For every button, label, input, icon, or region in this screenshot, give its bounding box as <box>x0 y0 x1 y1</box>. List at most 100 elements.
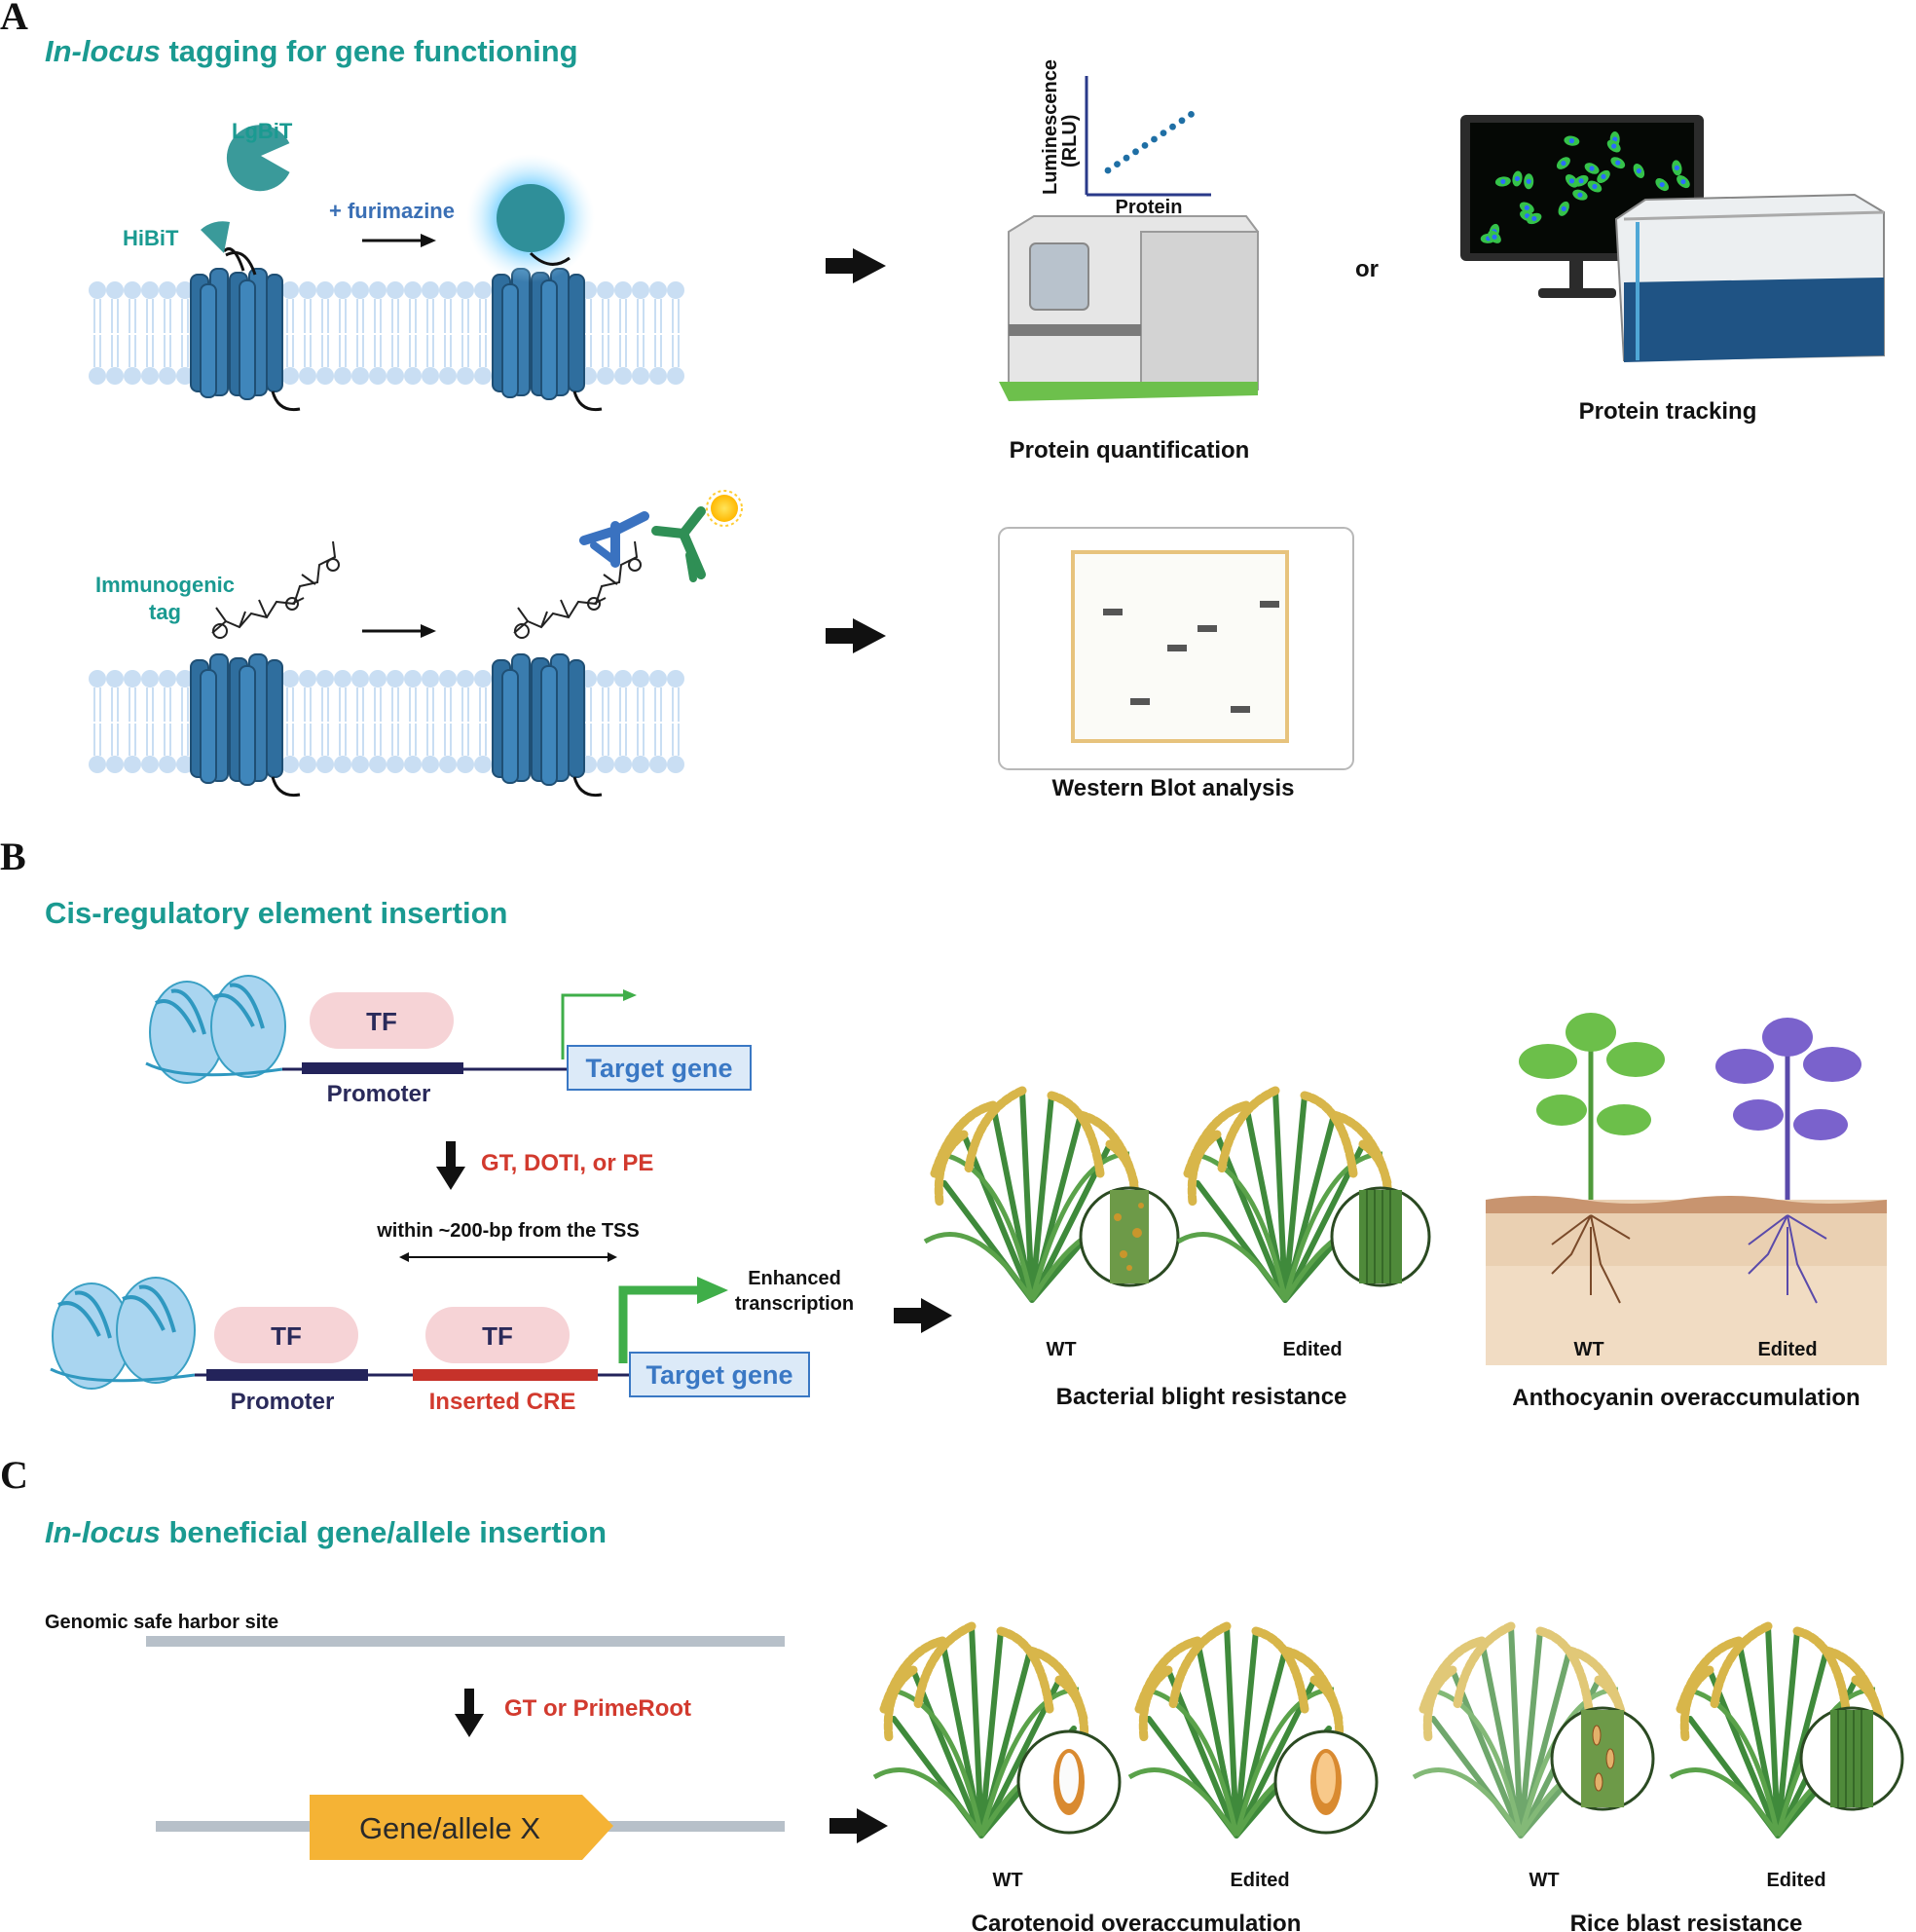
panel-c-title: In-locus beneficial gene/allele insertio… <box>45 1515 607 1549</box>
grain-inset-edited <box>1273 1729 1379 1835</box>
chart-point <box>1160 130 1167 137</box>
chart-point <box>1169 123 1176 130</box>
enhanced-tss-arrow <box>618 1277 728 1363</box>
panel-b-title: Cis-regulatory element insertion <box>45 896 507 930</box>
big-arrow-c <box>829 1808 888 1843</box>
chart-point <box>1123 154 1130 162</box>
edited-label-c2: Edited <box>1766 1870 1825 1891</box>
promoter-top-label: Promoter <box>327 1081 431 1107</box>
big-arrow-a1 <box>826 248 886 283</box>
membrane-row-1 <box>88 280 685 386</box>
protein-tracking-label: Protein tracking <box>1579 398 1757 425</box>
edited-label-b2: Edited <box>1757 1339 1817 1360</box>
arrow-furimazine <box>362 234 436 247</box>
wt-label-c2: WT <box>1529 1870 1559 1891</box>
chart-xlabel-1: Protein <box>1116 197 1183 218</box>
methods-c-label: GT or PrimeRoot <box>504 1695 691 1722</box>
blast-label: Rice blast resistance <box>1570 1911 1803 1932</box>
chart-point <box>1114 161 1121 168</box>
chart-point <box>1141 142 1149 149</box>
panel-a-title: In-locus tagging for gene functioning <box>45 34 578 68</box>
chart-point <box>1188 111 1195 118</box>
big-arrow-a2 <box>826 618 886 653</box>
enhanced-label-2: transcription <box>735 1293 854 1315</box>
tomato-edited <box>1715 1018 1861 1304</box>
hibit-label: HiBiT <box>123 226 179 250</box>
chart-ylabel-2: (RLU) <box>1059 115 1081 167</box>
or-label: or <box>1355 256 1379 282</box>
carotenoid-label: Carotenoid overaccumulation <box>972 1911 1302 1932</box>
plate-reader-device <box>999 215 1259 401</box>
western-blot-label: Western Blot analysis <box>1052 775 1295 801</box>
safe-harbor-bar <box>146 1636 785 1647</box>
tf-top <box>310 992 454 1049</box>
inserted-cre-bar <box>413 1369 598 1381</box>
promoter-bar-bottom <box>206 1369 368 1381</box>
big-arrow-b <box>894 1298 952 1333</box>
chart-ylabel-1: Luminescence <box>1040 59 1061 195</box>
safe-harbor-label: Genomic safe harbor site <box>45 1612 278 1633</box>
promoter-bottom-label: Promoter <box>231 1389 335 1415</box>
target-gene-bottom-label: Target gene <box>645 1360 792 1390</box>
lgbit-label: LgBiT <box>232 119 293 143</box>
luminescence-chart: Luminescence (RLU) Protein concentration <box>1040 59 1229 237</box>
tf-cre <box>425 1307 570 1363</box>
distance-label: within ~200-bp from the TSS <box>376 1220 639 1242</box>
distance-arrow <box>399 1252 617 1262</box>
tss-arrow-top <box>561 989 637 1059</box>
chart-point <box>1151 135 1158 143</box>
target-gene-top <box>567 1045 752 1091</box>
panel-c-letter: C <box>0 1453 28 1497</box>
anthocyanin-label: Anthocyanin overaccumulation <box>1512 1385 1860 1411</box>
arrow-down-b <box>436 1141 465 1190</box>
hibit-fragment <box>201 221 230 253</box>
chart-point <box>1132 148 1139 156</box>
immunogenic-tag-right <box>513 540 642 639</box>
primary-antibody <box>579 511 649 568</box>
secondary-antibody <box>651 506 706 582</box>
edited-label-c1: Edited <box>1230 1870 1289 1891</box>
tf-top-label: TF <box>366 1007 397 1036</box>
lgbit-fragment <box>226 125 290 192</box>
arrow-immuno <box>362 624 436 638</box>
leaf-inset-wt-b <box>1079 1186 1180 1287</box>
panel-b-letter: B <box>0 835 26 878</box>
tf-promoter-label: TF <box>271 1321 302 1351</box>
promoter-bar-top <box>302 1062 463 1074</box>
imaging-device <box>1614 193 1885 362</box>
immunogenic-tag-left <box>211 540 340 639</box>
membrane-row-2 <box>88 669 685 774</box>
arrow-down-c <box>455 1689 484 1737</box>
nucleosomes-bottom <box>50 1277 196 1390</box>
imaging-monitor <box>1460 115 1704 298</box>
soil-section <box>1486 1196 1887 1365</box>
grain-inset-wt <box>1016 1729 1122 1835</box>
luminescent-label-star <box>706 490 743 527</box>
inserted-cre-label: Inserted CRE <box>429 1389 576 1415</box>
wt-label-c1: WT <box>992 1870 1022 1891</box>
tf-promoter <box>214 1307 358 1363</box>
target-gene-top-label: Target gene <box>585 1054 732 1083</box>
target-gene-bottom <box>629 1352 810 1397</box>
wt-label-b2: WT <box>1573 1339 1603 1360</box>
gene-allele-x-arrow <box>310 1795 613 1860</box>
leaf-inset-edited-b <box>1330 1186 1431 1287</box>
methods-b-label: GT, DOTI, or PE <box>481 1150 653 1176</box>
western-blot-panel <box>998 527 1354 770</box>
wt-label-b1: WT <box>1046 1339 1076 1360</box>
chart-point <box>1178 117 1186 125</box>
protein-quantification-label: Protein quantification <box>1010 437 1250 464</box>
leaf-inset-blast-wt <box>1550 1706 1655 1811</box>
panel-a-letter: A <box>0 0 28 38</box>
immunogenic-label-1: Immunogenic <box>95 573 235 597</box>
furimazine-label: + furimazine <box>329 199 455 223</box>
nucleosomes-top <box>145 975 286 1084</box>
leaf-inset-blast-edited <box>1799 1706 1904 1811</box>
immunogenic-label-2: tag <box>149 600 181 624</box>
enhanced-label-1: Enhanced <box>748 1268 841 1289</box>
gene-allele-x-label: Gene/allele X <box>359 1811 540 1845</box>
blight-label: Bacterial blight resistance <box>1056 1384 1347 1410</box>
tomato-wt <box>1519 1013 1665 1304</box>
edited-label-b1: Edited <box>1282 1339 1342 1360</box>
chart-point <box>1104 167 1112 174</box>
